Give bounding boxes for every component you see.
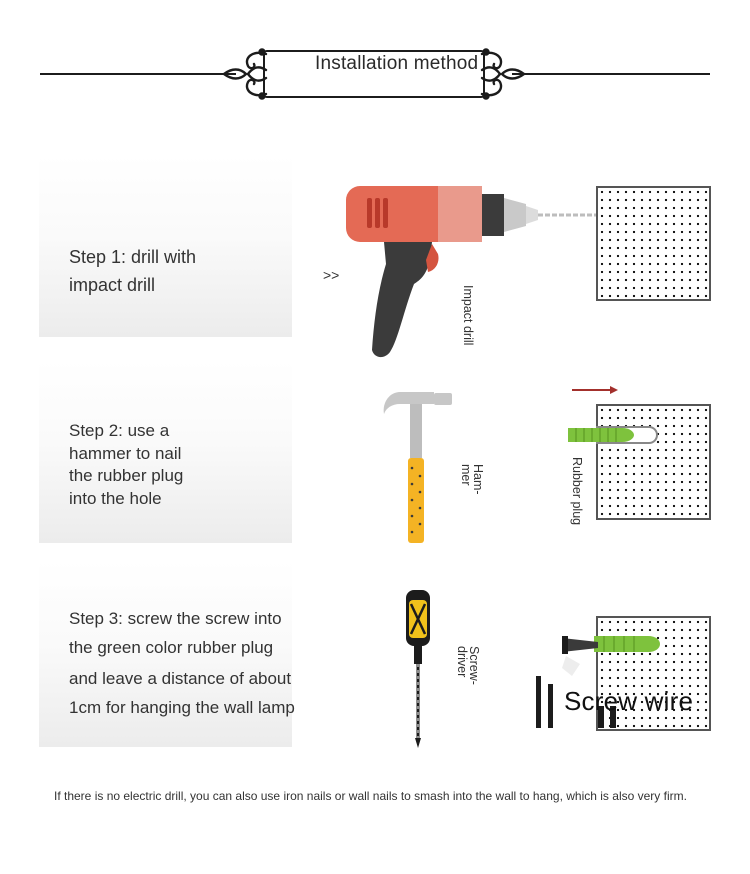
screwdriver-label: Screw-driver (455, 646, 481, 685)
wall-icon (596, 404, 711, 520)
arrow-right-icon (572, 386, 618, 394)
step-2-panel (39, 360, 292, 543)
step-2-line-3: the rubber plug (69, 466, 184, 485)
header-rule-right (512, 73, 710, 75)
step-2-line-2: hammer to nail (69, 443, 182, 463)
impact-drill-icon (346, 186, 652, 358)
title-frame (263, 50, 485, 98)
step-3-line-4: 1cm for hanging the wall lamp (69, 697, 295, 717)
step-2-line-4: into the hole (69, 488, 162, 508)
step-3-text: Step 3: screw the screw into the green c… (69, 605, 295, 722)
rubber-plug-icon (568, 428, 634, 442)
step-1-line-1: Step 1: drill with (69, 247, 197, 267)
step-1-text: Step 1: drill with impact drill (69, 243, 196, 299)
step-1-line-2: impact drill (69, 275, 156, 295)
header-rule-left (40, 73, 236, 75)
rubber-plug-label: Rubber plug (570, 457, 584, 526)
impact-drill-label: Impact drill (461, 285, 475, 346)
step-3-line-3: and leave a distance of about (69, 669, 292, 688)
arrows-indicator: >> (323, 267, 340, 283)
step-3-panel (39, 560, 292, 747)
step-2-line-1: Step 2: use a (69, 421, 170, 440)
hammer-icon (383, 392, 452, 543)
step-1-panel (39, 155, 292, 337)
hammer-label: Ham-mer (459, 464, 485, 495)
watermark-text: Screw wire (564, 686, 694, 716)
screw-icon (562, 636, 660, 676)
wall-icon (596, 186, 711, 301)
step-2-text: Step 2: use a hammer to nail the rubber … (69, 420, 183, 510)
page-title: Installation method (315, 53, 479, 74)
screwdriver-icon (406, 590, 430, 748)
footer-note: If there is no electric drill, you can a… (54, 789, 687, 803)
ornament-right-icon (480, 48, 526, 100)
step-3-line-2: the green color rubber plug (69, 637, 274, 657)
step-3-line-1: Step 3: screw the screw into (69, 609, 282, 628)
watermark-bars (536, 676, 616, 728)
